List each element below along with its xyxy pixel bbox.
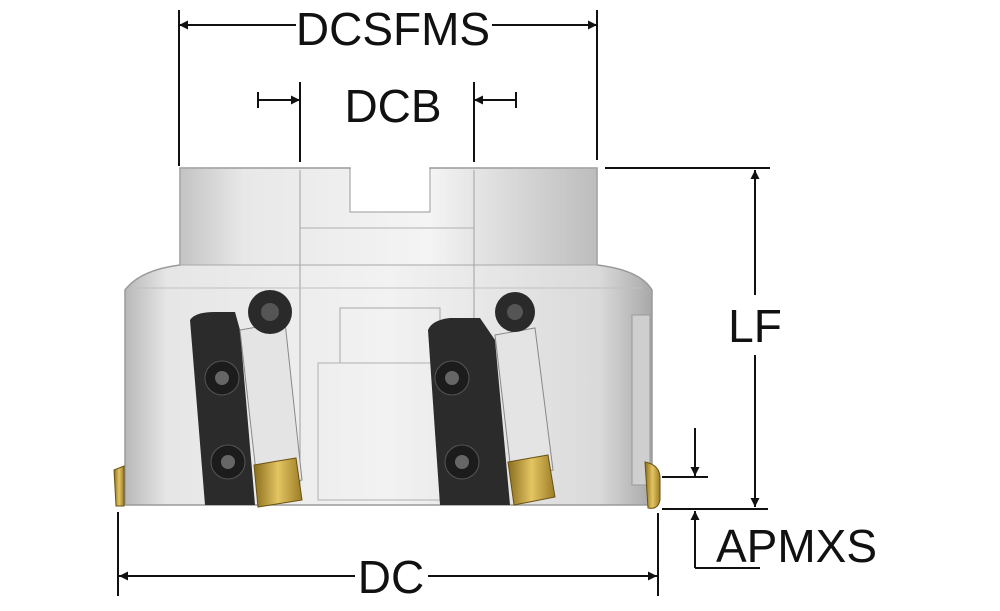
label-dcb: DCB — [344, 80, 441, 132]
label-dcsfms: DCSFMS — [296, 3, 490, 55]
dimension-dcb — [257, 82, 517, 162]
dimension-dcsfms — [178, 10, 598, 166]
insert-pocket-left — [190, 290, 303, 508]
dimension-apmxs — [662, 428, 768, 569]
insert-pocket-right — [428, 292, 556, 506]
cutting-insert — [253, 457, 303, 508]
label-lf: LF — [728, 300, 782, 352]
drive-key-slot — [349, 169, 431, 213]
label-apmxs: APMXS — [716, 520, 877, 572]
label-dc: DC — [358, 551, 424, 603]
cutting-insert-edge-right — [644, 461, 661, 509]
dimension-lf — [605, 167, 770, 507]
cutting-insert — [507, 454, 556, 506]
dimension-dc — [117, 512, 659, 596]
cutting-insert-edge-left — [113, 465, 125, 507]
